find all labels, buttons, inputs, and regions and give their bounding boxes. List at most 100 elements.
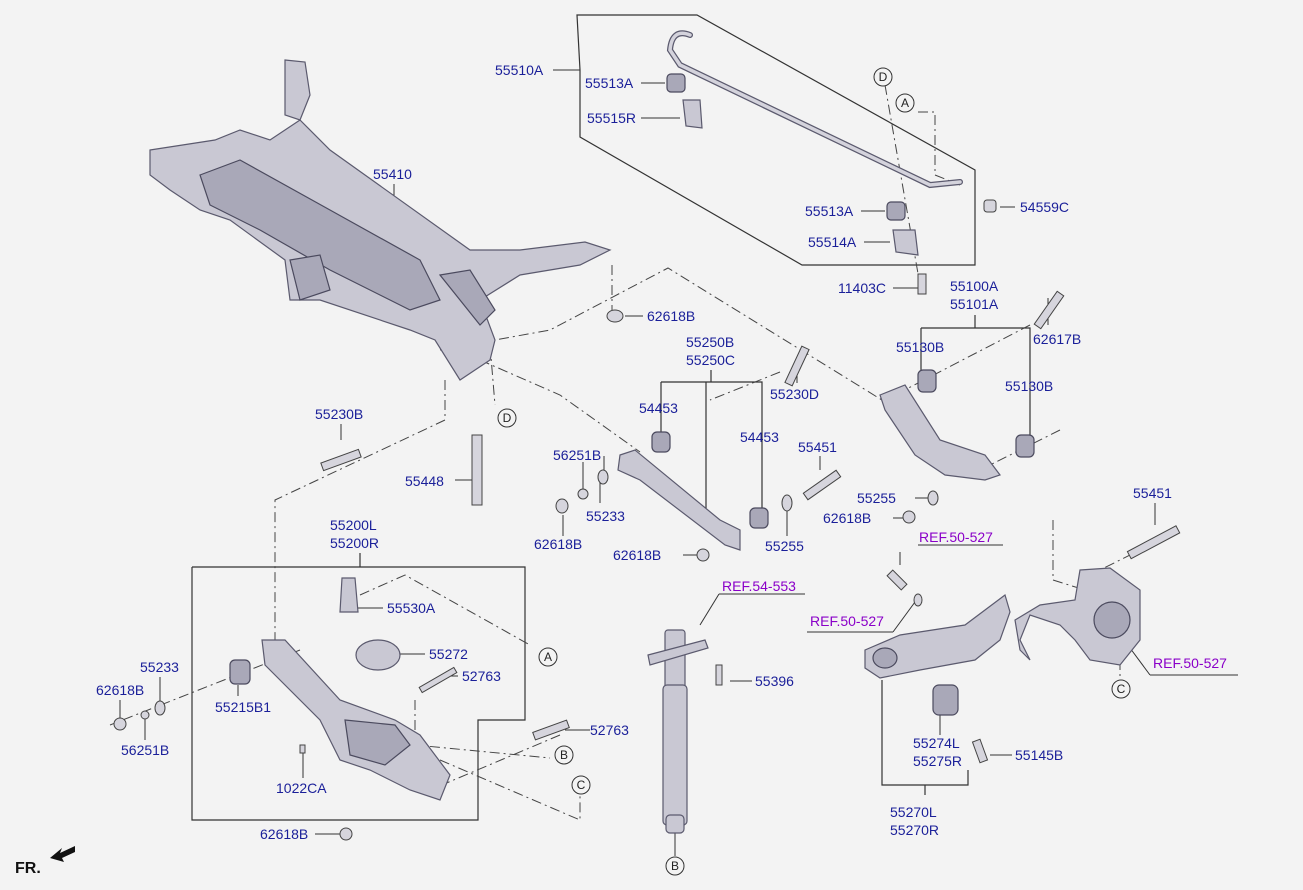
label-56251B-b[interactable]: 56251B [121,742,169,758]
label-55514A[interactable]: 55514A [808,234,857,250]
label-55396[interactable]: 55396 [755,673,794,689]
label-55233-a[interactable]: 55233 [586,508,625,524]
label-62618B-f[interactable]: 62618B [260,826,308,842]
label-55101A[interactable]: 55101A [950,296,999,312]
trailing-arm-55100A[interactable] [879,369,1035,481]
label-55513A-top[interactable]: 55513A [585,75,634,91]
bolt-55451-b[interactable] [1126,525,1181,560]
bolt-11403C[interactable] [917,273,927,295]
bushing-55513A-top[interactable] [666,73,686,93]
label-56251B-a[interactable]: 56251B [553,447,601,463]
callout-b-shock: B [671,859,679,873]
plug-1022CA[interactable] [299,744,306,754]
bolt-55230B[interactable] [320,448,362,472]
nut-62618B-e[interactable] [113,717,127,731]
callout-c-knuckle: C [1117,682,1126,696]
nut-62618B-c[interactable] [555,498,569,514]
knuckle-hub[interactable] [1014,567,1141,666]
bracket-55515R[interactable] [682,99,703,129]
front-direction-indicator: FR. [15,846,75,877]
stud-52763-a[interactable] [418,666,458,694]
nut-62618B-b[interactable] [902,510,916,524]
shock-absorber[interactable] [647,629,709,834]
spring-pad-55272[interactable] [355,639,401,671]
label-55410[interactable]: 55410 [373,166,412,182]
bolt-55145B[interactable] [971,738,989,764]
bolt-52763-b[interactable] [532,719,570,741]
bushing-55513A-bottom[interactable] [886,201,906,221]
bolt-62617B[interactable] [1033,290,1065,330]
ref-50-527-top[interactable]: REF.50-527 [919,529,993,545]
bolt-55448[interactable] [471,434,483,506]
bolt-ref-50-527[interactable] [886,569,908,591]
label-1022CA[interactable]: 1022CA [276,780,327,796]
bracket-55514A[interactable] [892,229,919,256]
label-55255-b[interactable]: 55255 [765,538,804,554]
bolt-55451-a[interactable] [802,469,842,501]
subframe-55410[interactable] [149,59,612,381]
upper-arm-55250B[interactable] [617,431,769,551]
assembly-boxes [191,14,1031,821]
label-55200R[interactable]: 55200R [330,535,379,551]
reference-links: REF.50-527 REF.54-553 REF.50-527 REF.50-… [722,529,1227,671]
bolt-55230D[interactable] [784,345,810,387]
label-62618B-d[interactable]: 62618B [613,547,661,563]
label-55200L[interactable]: 55200L [330,517,377,533]
link-55530A[interactable] [339,577,359,613]
label-62617B[interactable]: 62617B [1033,331,1081,347]
label-55270L[interactable]: 55270L [890,804,937,820]
label-55255-a[interactable]: 55255 [857,490,896,506]
label-52763-b[interactable]: 52763 [590,722,629,738]
label-55451-a[interactable]: 55451 [798,439,837,455]
knuckle-arm-55270L[interactable] [864,594,1011,716]
label-55250C[interactable]: 55250C [686,352,735,368]
label-55230D[interactable]: 55230D [770,386,819,402]
label-62618B-e[interactable]: 62618B [96,682,144,698]
label-62618B-a[interactable]: 62618B [647,308,695,324]
label-55272[interactable]: 55272 [429,646,468,662]
washer-56251B-b[interactable] [140,710,150,720]
washer-55255-b[interactable] [927,490,939,506]
bolt-55396[interactable] [715,664,723,686]
nut-54559C[interactable] [983,199,997,213]
washer-55233-b[interactable] [154,700,166,716]
stabilizer-bar-55510A[interactable] [666,30,963,189]
label-52763-a[interactable]: 52763 [462,668,501,684]
label-55530A[interactable]: 55530A [387,600,436,616]
label-55230B[interactable]: 55230B [315,406,363,422]
label-55130B-b[interactable]: 55130B [1005,378,1053,394]
washer-ref-50-527[interactable] [913,593,923,607]
label-55145B[interactable]: 55145B [1015,747,1063,763]
label-55448[interactable]: 55448 [405,473,444,489]
stabilizer-box [576,14,976,266]
label-55275R[interactable]: 55275R [913,753,962,769]
nut-62618B-d[interactable] [696,548,710,562]
label-55270R[interactable]: 55270R [890,822,939,838]
label-55451-b[interactable]: 55451 [1133,485,1172,501]
washer-55255-a[interactable] [781,494,793,512]
nut-62618B-a[interactable] [606,309,624,323]
label-55100A[interactable]: 55100A [950,278,999,294]
label-62618B-b[interactable]: 62618B [823,510,871,526]
label-55233-b[interactable]: 55233 [140,659,179,675]
label-55215B1[interactable]: 55215B1 [215,699,271,715]
label-55130B-a[interactable]: 55130B [896,339,944,355]
washer-56251B-a[interactable] [577,488,589,500]
ref-54-553[interactable]: REF.54-553 [722,578,796,594]
nut-62618B-f[interactable] [339,827,353,841]
lower-arm-55200L[interactable] [229,639,451,801]
label-62618B-c[interactable]: 62618B [534,536,582,552]
label-55515R[interactable]: 55515R [587,110,636,126]
callout-a-lower: A [544,650,552,664]
label-55250B[interactable]: 55250B [686,334,734,350]
label-55510A[interactable]: 55510A [495,62,544,78]
washer-55233-a[interactable] [597,469,609,485]
ref-50-527-mid[interactable]: REF.50-527 [810,613,884,629]
label-54559C[interactable]: 54559C [1020,199,1069,215]
label-55274L[interactable]: 55274L [913,735,960,751]
ref-50-527-right[interactable]: REF.50-527 [1153,655,1227,671]
label-55513A-bottom[interactable]: 55513A [805,203,854,219]
label-54453-b[interactable]: 54453 [740,429,779,445]
label-54453-a[interactable]: 54453 [639,400,678,416]
label-11403C[interactable]: 11403C [838,280,886,296]
